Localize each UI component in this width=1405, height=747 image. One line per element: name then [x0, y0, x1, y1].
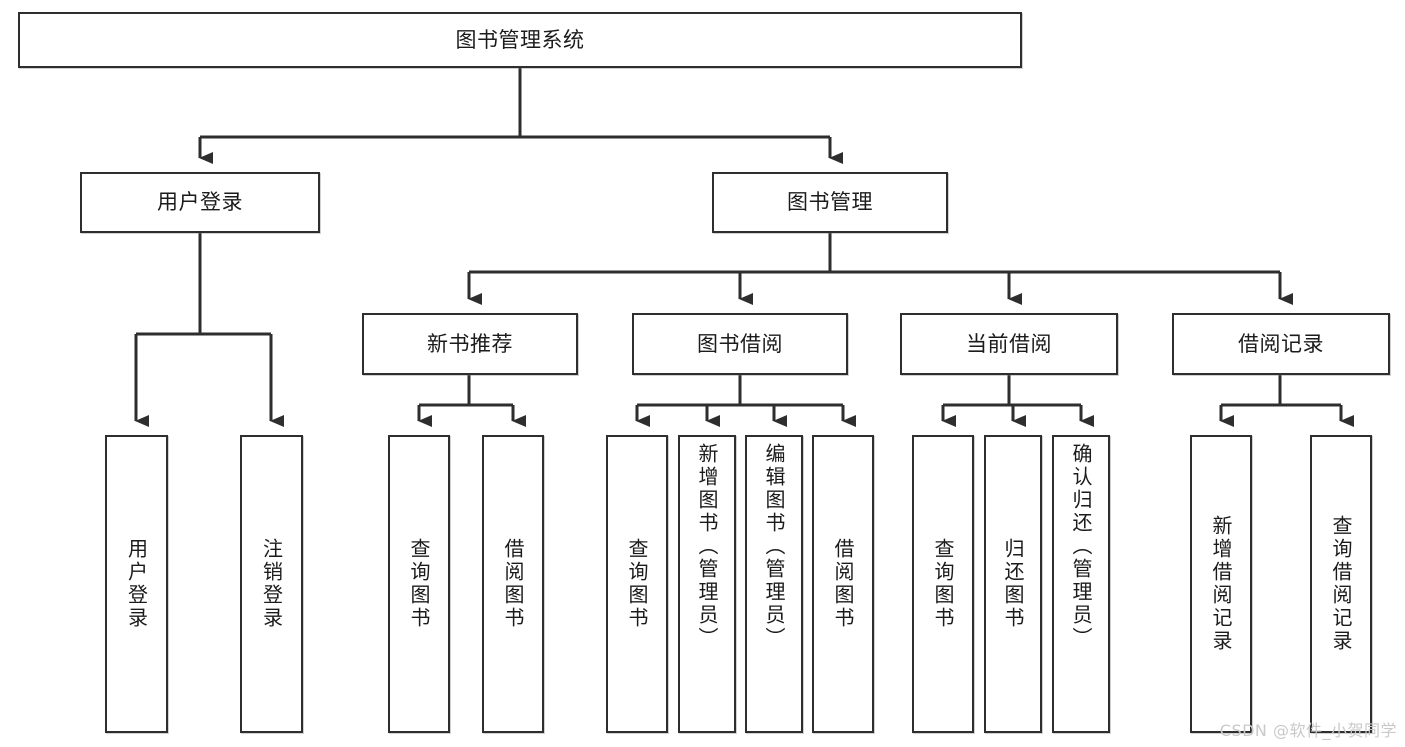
node-label: 确认归还（管理员）: [1069, 443, 1093, 650]
node-label: 新增图书（管理员）: [695, 443, 719, 650]
node-label: 查询图书: [625, 538, 649, 630]
node-label: 当前借阅: [966, 331, 1052, 356]
node-label: 编辑图书（管理员）: [762, 443, 786, 650]
csdn-watermark: CSDN @软件_小贺同学: [1219, 721, 1397, 740]
node-label: 查询图书: [407, 538, 431, 630]
node-label: 新增借阅记录: [1209, 515, 1233, 653]
node-borrow-record[interactable]: 借阅记录: [1172, 313, 1390, 375]
leaf-user-login-action[interactable]: 用户登录: [105, 435, 168, 733]
node-book-management[interactable]: 图书管理: [712, 172, 948, 233]
leaf-query-book-current[interactable]: 查询图书: [912, 435, 974, 733]
node-label: 图书管理: [787, 190, 873, 215]
leaf-query-book-recommend[interactable]: 查询图书: [388, 435, 450, 733]
node-label: 用户登录: [124, 538, 149, 630]
node-label: 新书推荐: [427, 331, 513, 356]
node-root-book-management-system[interactable]: 图书管理系统: [18, 12, 1022, 68]
leaf-query-borrow-record[interactable]: 查询借阅记录: [1310, 435, 1372, 733]
node-book-borrow[interactable]: 图书借阅: [632, 313, 848, 375]
leaf-return-book[interactable]: 归还图书: [984, 435, 1042, 733]
node-label: 查询图书: [931, 538, 955, 630]
node-label: 图书借阅: [697, 331, 783, 356]
node-new-book-recommend[interactable]: 新书推荐: [362, 313, 578, 375]
leaf-logout-action[interactable]: 注销登录: [240, 435, 303, 733]
node-current-borrow[interactable]: 当前借阅: [900, 313, 1118, 375]
leaf-edit-book-admin[interactable]: 编辑图书（管理员）: [745, 435, 803, 733]
node-user-login[interactable]: 用户登录: [80, 172, 320, 233]
leaf-borrow-book-recommend[interactable]: 借阅图书: [482, 435, 544, 733]
node-label: 借阅图书: [501, 538, 525, 630]
leaf-query-book-borrow[interactable]: 查询图书: [606, 435, 668, 733]
leaf-add-book-admin[interactable]: 新增图书（管理员）: [678, 435, 736, 733]
node-label: 归还图书: [1001, 538, 1025, 630]
leaf-confirm-return-admin[interactable]: 确认归还（管理员）: [1052, 435, 1110, 733]
leaf-add-borrow-record[interactable]: 新增借阅记录: [1190, 435, 1252, 733]
node-label: 借阅记录: [1238, 331, 1324, 356]
node-label: 用户登录: [157, 190, 243, 215]
node-label: 查询借阅记录: [1329, 515, 1353, 653]
node-label: 注销登录: [259, 538, 284, 630]
node-label: 借阅图书: [831, 538, 855, 630]
leaf-borrow-book-action[interactable]: 借阅图书: [812, 435, 874, 733]
node-label: 图书管理系统: [455, 27, 585, 52]
